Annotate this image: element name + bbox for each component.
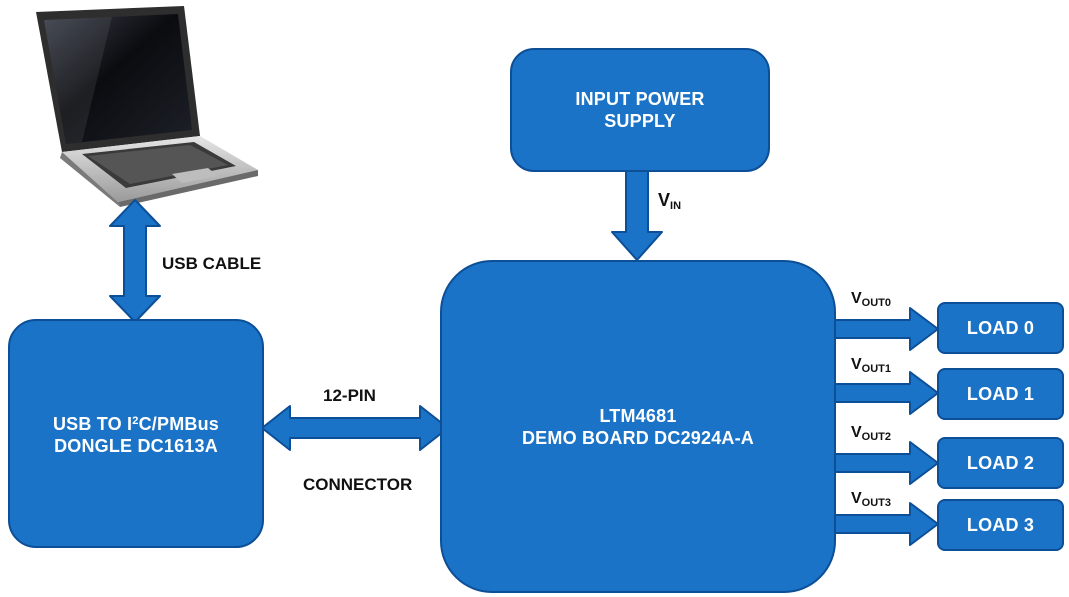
dongle-line1: USB TO I2C/PMBus: [52, 414, 219, 434]
connector-arrow: [261, 405, 449, 451]
vin-arrow: [611, 169, 663, 261]
load-3-label: LOAD 3: [966, 515, 1035, 535]
load-3-box: LOAD 3: [937, 499, 1064, 551]
load-2-box: LOAD 2: [937, 437, 1064, 489]
vout0-arrow: [832, 307, 939, 351]
laptop-icon: [36, 6, 258, 207]
usb-cable-arrow: [109, 199, 161, 323]
vout2-label: VOUT2: [851, 424, 892, 443]
load-1-box: LOAD 1: [937, 368, 1064, 420]
load-2-label: LOAD 2: [966, 453, 1035, 473]
connector-bottom-label: CONNECTOR: [303, 475, 413, 494]
vout3-arrow: [832, 502, 939, 546]
input-power-supply-box: INPUT POWER SUPPLY: [510, 48, 770, 172]
power-supply-line2: SUPPLY: [604, 111, 676, 131]
vout1-arrow: [832, 371, 939, 415]
demo-board-line1: LTM4681: [599, 405, 677, 426]
vout0-label: VOUT0: [851, 290, 892, 309]
vout2-arrow: [832, 441, 939, 485]
load-0-box: LOAD 0: [937, 302, 1064, 354]
usb-cable-label: USB CABLE: [162, 254, 262, 273]
load-0-label: LOAD 0: [966, 318, 1035, 338]
vin-label: VIN: [658, 190, 682, 212]
dongle-box: USB TO I2C/PMBus DONGLE DC1613A: [8, 319, 264, 548]
power-supply-line1: INPUT POWER: [575, 89, 705, 109]
load-1-label: LOAD 1: [966, 384, 1035, 404]
demo-board-box: LTM4681 DEMO BOARD DC2924A-A: [440, 260, 836, 593]
dongle-line2: DONGLE DC1613A: [54, 436, 218, 456]
connector-top-label: 12-PIN: [323, 386, 376, 405]
demo-board-line2: DEMO BOARD DC2924A-A: [521, 427, 755, 448]
vout1-label: VOUT1: [851, 356, 892, 375]
vout3-label: VOUT3: [851, 490, 892, 509]
